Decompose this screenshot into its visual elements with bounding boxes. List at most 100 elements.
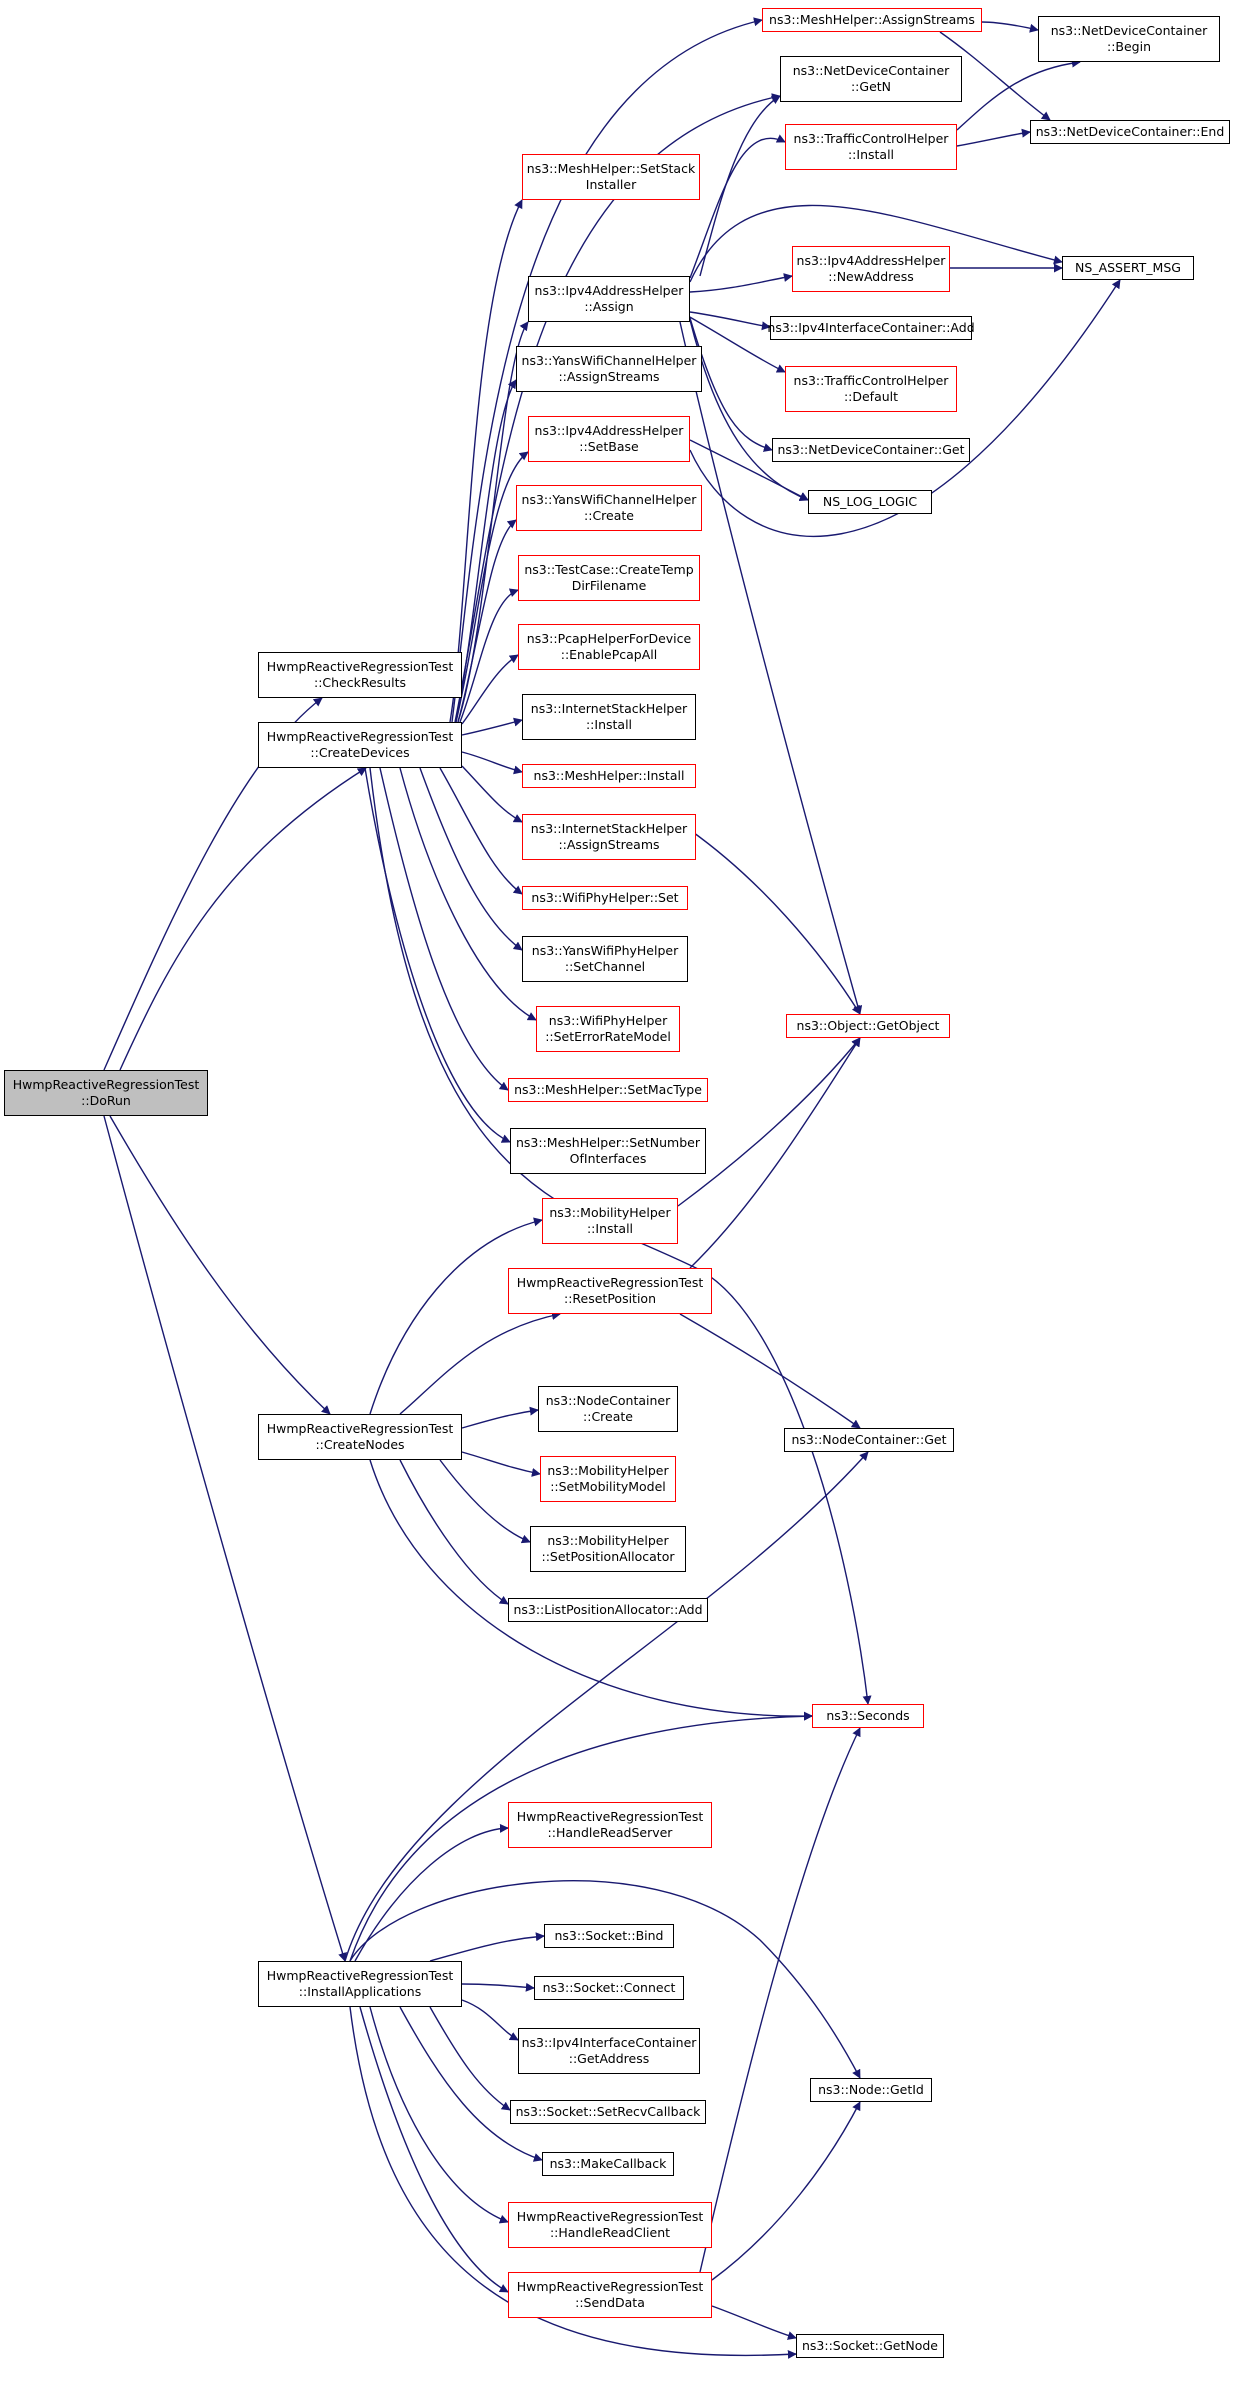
node-tchInstall[interactable]: ns3::TrafficControlHelper::Install <box>785 124 957 170</box>
node-ipv4IfcGetAddress[interactable]: ns3::Ipv4InterfaceContainer::GetAddress <box>518 2028 700 2074</box>
node-ndcGet[interactable]: ns3::NetDeviceContainer::Get <box>772 438 970 462</box>
node-ndcEnd[interactable]: ns3::NetDeviceContainer::End <box>1030 120 1230 144</box>
node-ipv4Assign[interactable]: ns3::Ipv4AddressHelper::Assign <box>528 276 690 322</box>
node-mobilitySetModel[interactable]: ns3::MobilityHelper::SetMobilityModel <box>540 1456 676 1502</box>
node-wifiPhySet-l1: ns3::WifiPhyHelper::Set <box>531 890 679 905</box>
node-mobilitySetPosAlloc[interactable]: ns3::MobilityHelper::SetPositionAllocato… <box>530 1526 686 1572</box>
node-objectGetObject[interactable]: ns3::Object::GetObject <box>786 1014 950 1038</box>
node-seconds-l1: ns3::Seconds <box>826 1708 910 1723</box>
call-edges <box>103 17 1121 2359</box>
node-yansPhySetChannel[interactable]: ns3::YansWifiPhyHelper::SetChannel <box>522 936 688 982</box>
node-resetPosition[interactable]: HwmpReactiveRegressionTest::ResetPositio… <box>508 1268 712 1314</box>
node-checkResults-l2: ::CheckResults <box>313 675 406 690</box>
node-nodeContainerGet[interactable]: ns3::NodeContainer::Get <box>784 1428 954 1452</box>
node-seconds[interactable]: ns3::Seconds <box>812 1704 924 1728</box>
node-socketConnect-l1: ns3::Socket::Connect <box>542 1980 676 1995</box>
edge-ia-socketBind <box>429 1932 545 1962</box>
edge-cd-seconds <box>369 767 872 1705</box>
node-yansChAssignStreams[interactable]: ns3::YansWifiChannelHelper::AssignStream… <box>516 346 702 392</box>
node-meshInstall[interactable]: ns3::MeshHelper::Install <box>522 764 696 788</box>
node-listPosAllocAdd[interactable]: ns3::ListPositionAllocator::Add <box>508 1598 708 1622</box>
node-createNodes[interactable]: HwmpReactiveRegressionTest::CreateNodes <box>258 1414 462 1460</box>
edge-cd-inetInstall <box>461 717 523 736</box>
node-nodeContainerCreate[interactable]: ns3::NodeContainer::Create <box>538 1386 678 1432</box>
node-makeCallback[interactable]: ns3::MakeCallback <box>542 2152 674 2176</box>
node-inetAssignStreams[interactable]: ns3::InternetStackHelper::AssignStreams <box>522 814 696 860</box>
edge-ia-socketConnect <box>461 1982 535 1992</box>
node-installApplications-l2: ::InstallApplications <box>298 1984 422 1999</box>
node-ndcBegin-l2: ::Begin <box>1106 39 1152 54</box>
node-nsAssertMsg[interactable]: NS_ASSERT_MSG <box>1062 256 1194 280</box>
edge-ia-makeCallback <box>399 2006 543 2162</box>
node-tchInstall-l1: ns3::TrafficControlHelper <box>793 131 949 146</box>
edge-cd-createTempDir <box>459 588 519 723</box>
node-socketConnect[interactable]: ns3::Socket::Connect <box>534 1976 684 2000</box>
edge-cn-resetPosition <box>399 1311 561 1415</box>
node-yansPhySetChannel-l2: ::SetChannel <box>564 959 646 974</box>
edge-cn-listPosAllocAdd <box>399 1459 509 1605</box>
node-checkResults[interactable]: HwmpReactiveRegressionTest::CheckResults <box>258 652 462 698</box>
edge-cd-meshAssignStreams <box>451 17 763 723</box>
node-nsLogLogic-l1: NS_LOG_LOGIC <box>822 494 918 509</box>
node-checkResults-l1: HwmpReactiveRegressionTest <box>266 659 454 674</box>
node-ipv4SetBase-l2: ::SetBase <box>579 439 639 454</box>
node-wifiPhySet[interactable]: ns3::WifiPhyHelper::Set <box>522 886 688 910</box>
node-nsAssertMsg-l1: NS_ASSERT_MSG <box>1075 260 1181 275</box>
node-doRun[interactable]: HwmpReactiveRegressionTest::DoRun <box>4 1070 208 1116</box>
node-socketGetNode[interactable]: ns3::Socket::GetNode <box>796 2334 944 2358</box>
node-pcapEnableAll-l2: ::EnablePcapAll <box>560 647 658 662</box>
edge-assign-tchInstall <box>689 134 786 279</box>
node-pcapEnableAll[interactable]: ns3::PcapHelperForDevice::EnablePcapAll <box>518 624 700 670</box>
node-handleReadServer[interactable]: HwmpReactiveRegressionTest::HandleReadSe… <box>508 1802 712 1848</box>
node-wifiPhySetErrorRate-l1: ns3::WifiPhyHelper <box>548 1013 668 1028</box>
node-socketSetRecvCb[interactable]: ns3::Socket::SetRecvCallback <box>510 2100 706 2124</box>
node-meshSetMacType-l1: ns3::MeshHelper::SetMacType <box>514 1082 702 1097</box>
node-socketBind[interactable]: ns3::Socket::Bind <box>544 1924 674 1948</box>
node-ipv4NewAddress[interactable]: ns3::Ipv4AddressHelper::NewAddress <box>792 246 950 292</box>
node-meshSetStackInstaller-l1: ns3::MeshHelper::SetStack <box>526 161 696 176</box>
edge-assign-getObject <box>679 321 863 1015</box>
node-ndcBegin[interactable]: ns3::NetDeviceContainer::Begin <box>1038 16 1220 62</box>
node-socketBind-l1: ns3::Socket::Bind <box>554 1928 664 1943</box>
node-nsLogLogic[interactable]: NS_LOG_LOGIC <box>808 490 932 514</box>
edge-doRun-installApplications <box>103 1115 347 1962</box>
node-tchDefault-l2: ::Default <box>843 389 899 404</box>
node-wifiPhySetErrorRate[interactable]: ns3::WifiPhyHelper::SetErrorRateModel <box>536 1006 680 1052</box>
edge-cn-mobilitySetPosAlloc <box>439 1459 531 1544</box>
node-sendData[interactable]: HwmpReactiveRegressionTest::SendData <box>508 2272 712 2318</box>
node-installApplications[interactable]: HwmpReactiveRegressionTest::InstallAppli… <box>258 1961 462 2007</box>
node-ipv4Assign-l2: ::Assign <box>584 299 634 314</box>
edge-sendData-seconds <box>699 1727 861 2273</box>
node-inetInstall[interactable]: ns3::InternetStackHelper::Install <box>522 694 696 740</box>
node-meshAssignStreams[interactable]: ns3::MeshHelper::AssignStreams <box>762 8 982 32</box>
node-inetInstall-l2: ::Install <box>585 717 633 732</box>
node-nodeGetId[interactable]: ns3::Node::GetId <box>810 2078 932 2102</box>
node-ipv4NewAddress-l1: ns3::Ipv4AddressHelper <box>796 253 946 268</box>
node-yansChCreate[interactable]: ns3::YansWifiChannelHelper::Create <box>516 485 702 531</box>
edge-cd-ipv4SetBase <box>455 451 529 723</box>
node-ipv4IfcAdd[interactable]: ns3::Ipv4InterfaceContainer::Add <box>767 316 975 340</box>
node-installApplications-l1: HwmpReactiveRegressionTest <box>266 1968 454 1983</box>
edge-ia-ipv4IfcGetAddress <box>461 1999 519 2041</box>
node-handleReadClient-l2: ::HandleReadClient <box>549 2225 671 2240</box>
node-meshSetMacType[interactable]: ns3::MeshHelper::SetMacType <box>508 1078 708 1102</box>
node-yansChAssignStreams-l1: ns3::YansWifiChannelHelper <box>521 353 697 368</box>
node-nodeContainerGet-l1: ns3::NodeContainer::Get <box>791 1432 947 1447</box>
edge-doRun-createNodes <box>109 1115 331 1415</box>
edge-meshAssign-ndcEnd <box>939 31 1051 121</box>
edge-ia-socketGetNode <box>349 2006 797 2359</box>
node-createDevices[interactable]: HwmpReactiveRegressionTest::CreateDevice… <box>258 722 462 768</box>
node-handleReadClient[interactable]: HwmpReactiveRegressionTest::HandleReadCl… <box>508 2202 712 2248</box>
node-mobilityInstall[interactable]: ns3::MobilityHelper::Install <box>542 1198 678 1244</box>
node-meshSetNumIfaces-l1: ns3::MeshHelper::SetNumber <box>516 1135 700 1150</box>
node-ndcGetN[interactable]: ns3::NetDeviceContainer::GetN <box>780 56 962 102</box>
node-meshInstall-l1: ns3::MeshHelper::Install <box>533 768 685 783</box>
node-ipv4SetBase[interactable]: ns3::Ipv4AddressHelper::SetBase <box>528 416 690 462</box>
node-tchDefault[interactable]: ns3::TrafficControlHelper::Default <box>785 366 957 412</box>
node-wifiPhySetErrorRate-l2: ::SetErrorRateModel <box>545 1029 671 1044</box>
edge-cn-nodeContainerCreate <box>461 1406 539 1429</box>
